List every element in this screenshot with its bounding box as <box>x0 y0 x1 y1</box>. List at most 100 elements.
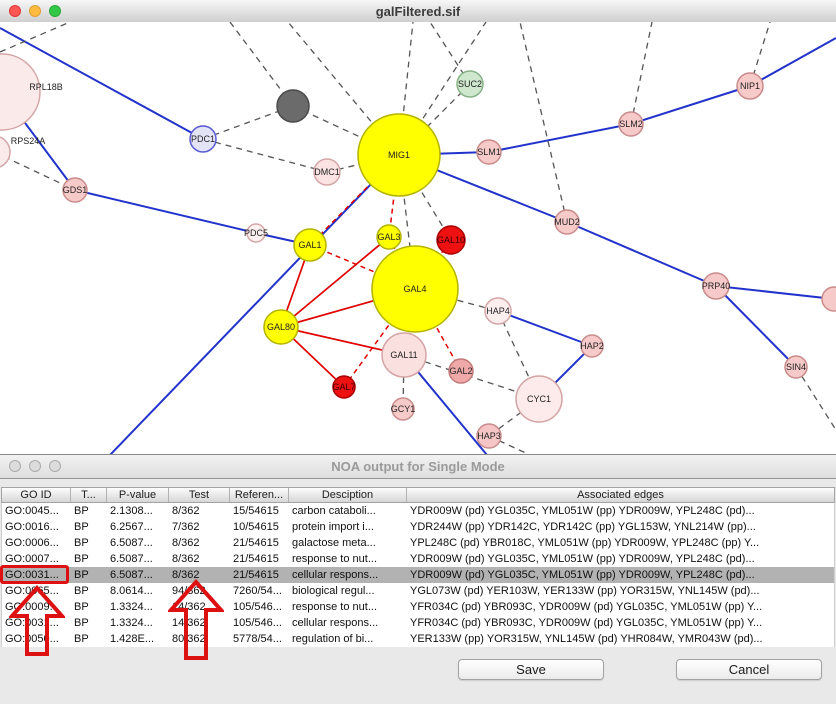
zoom-button[interactable] <box>49 460 61 472</box>
graph-node-msn[interactable] <box>821 286 836 312</box>
graph-edge-dash[interactable] <box>398 83 471 156</box>
graph-node-gal1[interactable] <box>293 228 327 262</box>
cell-associated-edges: YPL248C (pd) YBR018C, YML051W (pp) YDR00… <box>410 537 760 549</box>
save-button[interactable]: Save <box>458 659 604 680</box>
graph-edge-blue[interactable] <box>566 221 717 287</box>
graph-node-gal10[interactable] <box>436 225 466 255</box>
graph-node-gal7[interactable] <box>332 375 356 399</box>
graph-node-pdc1[interactable] <box>189 125 217 153</box>
graph-node-sin4[interactable] <box>784 355 808 379</box>
graph-edge-blue[interactable] <box>630 85 751 125</box>
graph-node-mig1[interactable] <box>357 113 441 197</box>
cell-associated-edges: YDR009W (pd) YGL035C, YML051W (pp) YDR00… <box>410 505 755 517</box>
graph-edge-red[interactable] <box>280 236 390 328</box>
graph-node-rps24a[interactable] <box>0 136 11 168</box>
graph-node-label: SLM2 <box>619 119 643 129</box>
graph-node-slm1[interactable] <box>476 139 502 165</box>
cell-type: BP <box>74 601 89 613</box>
graph-node-gal80[interactable] <box>263 309 299 345</box>
graph-node-cyc1[interactable] <box>515 375 563 423</box>
column-header[interactable]: P-value <box>107 488 169 502</box>
graph-node-rpl18b[interactable] <box>0 53 41 131</box>
column-header[interactable]: Associated edges <box>577 489 664 501</box>
zoom-button[interactable] <box>49 5 61 17</box>
graph-node-dark[interactable] <box>276 89 310 123</box>
graph-node-label: DMC1 <box>314 167 340 177</box>
cell-test: 8/362 <box>172 553 200 565</box>
graph-edge-dash[interactable] <box>202 138 328 173</box>
cell-associated-edges: YDR244W (pp) YDR142C, YDR142C (pp) YGL15… <box>410 521 756 533</box>
minimize-button[interactable] <box>29 5 41 17</box>
column-header[interactable]: Desciption <box>289 488 407 502</box>
column-header[interactable]: Test <box>169 488 230 502</box>
network-graph[interactable]: PDC1GDS1MIG1SUC2SLM1SLM2NIP1DMC1PDC5GAL1… <box>0 22 836 454</box>
graph-node-suc2[interactable] <box>456 70 484 98</box>
cell-p-value: 1.3324... <box>110 617 153 629</box>
graph-edge-dash[interactable] <box>488 435 530 454</box>
cell-go-id: GO:0031... <box>5 569 59 581</box>
cancel-button[interactable]: Cancel <box>676 659 822 680</box>
column-header[interactable]: Referen... <box>230 488 289 502</box>
graph-edge-blue[interactable] <box>715 285 797 368</box>
cell-go-id: GO:0065... <box>5 585 59 597</box>
column-header[interactable]: T... <box>71 488 107 502</box>
cell-p-value: 1.428E... <box>110 633 155 645</box>
cell-type: BP <box>74 505 89 517</box>
graph-node-label: GDS1 <box>63 185 88 195</box>
graph-edge-reddash[interactable] <box>414 288 462 372</box>
graph-node-mud2[interactable] <box>554 209 580 235</box>
graph-node-gcy1[interactable] <box>391 397 415 421</box>
noa-window-titlebar[interactable]: NOA output for Single Mode <box>0 455 836 479</box>
cell-type: BP <box>74 537 89 549</box>
graph-node-pdc5[interactable] <box>246 223 266 243</box>
graph-node-slm2[interactable] <box>618 111 644 137</box>
cell-go-id: GO:0006... <box>5 537 59 549</box>
graph-edge-blue[interactable] <box>749 37 836 87</box>
graph-node-prp40[interactable] <box>702 272 730 300</box>
minimize-button[interactable] <box>29 460 41 472</box>
cell-go-id: GO:0009... <box>5 601 59 613</box>
close-button[interactable] <box>9 460 21 472</box>
graph-edge-dash[interactable] <box>292 105 400 156</box>
graph-node-gds1[interactable] <box>62 177 88 203</box>
graph-node-label: GAL80 <box>267 322 295 332</box>
graph-edge-blue[interactable] <box>715 285 835 300</box>
graph-edge-dash[interactable] <box>630 22 653 125</box>
graph-edge-dash[interactable] <box>519 22 568 223</box>
graph-node-hap4[interactable] <box>484 297 512 325</box>
cell-type: BP <box>74 617 89 629</box>
graph-edge-blue[interactable] <box>74 189 257 234</box>
cell-test: 14/362 <box>172 601 206 613</box>
graph-window-titlebar[interactable]: galFiltered.sif <box>0 0 836 23</box>
cell-description: biological regul... <box>292 585 375 597</box>
graph-edge-dash[interactable] <box>0 22 71 53</box>
graph-node-hap2[interactable] <box>580 334 604 358</box>
cell-go-id: GO:0031... <box>5 617 59 629</box>
graph-edge-blue[interactable] <box>0 27 204 140</box>
graph-node-gal2[interactable] <box>448 358 474 384</box>
graph-edge-blue[interactable] <box>488 123 632 153</box>
column-header[interactable]: GO ID <box>2 488 71 502</box>
graph-node-gal3[interactable] <box>376 224 402 250</box>
graph-edge-blue[interactable] <box>109 154 400 454</box>
graph-node-dmc1[interactable] <box>313 158 341 186</box>
graph-node-gal11[interactable] <box>381 332 427 378</box>
graph-node-nip1[interactable] <box>736 72 764 100</box>
noa-window-title: NOA output for Single Mode <box>331 459 505 474</box>
graph-node-gal4[interactable] <box>371 245 459 333</box>
close-button[interactable] <box>9 5 21 17</box>
graph-node-hap3[interactable] <box>476 423 502 449</box>
graph-edge-dash[interactable] <box>795 366 836 431</box>
graph-edge-dash[interactable] <box>287 22 400 156</box>
cell-p-value: 1.3324... <box>110 601 153 613</box>
graph-edge-blue[interactable] <box>497 310 593 347</box>
